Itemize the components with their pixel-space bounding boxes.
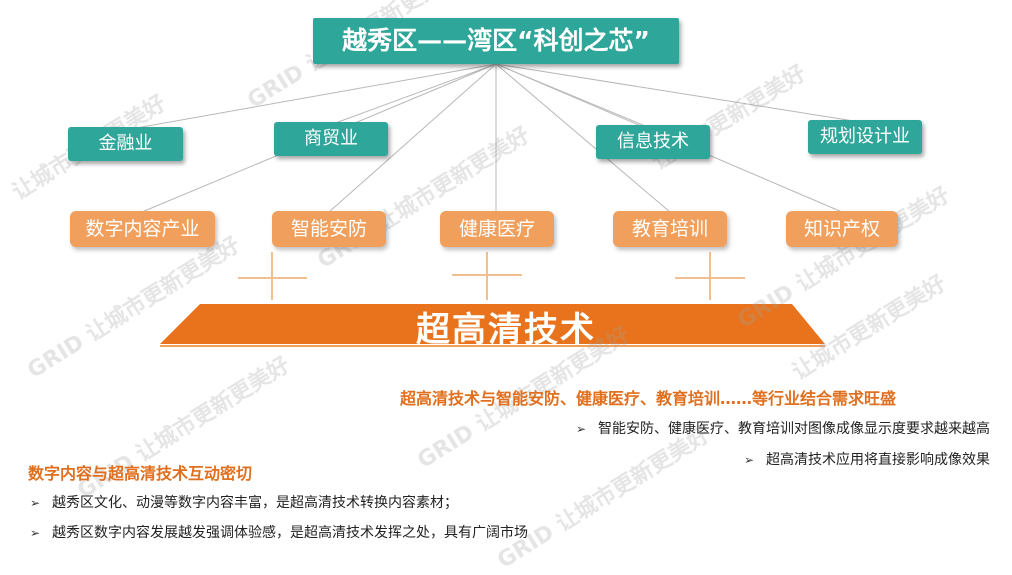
industry-label: 知识产权: [803, 218, 880, 240]
technology-banner: [160, 304, 825, 344]
industry-label: 教育培训: [631, 218, 708, 240]
sector-label: 信息技术: [617, 131, 689, 152]
sector-it: 信息技术: [596, 125, 710, 159]
sector-label: 金融业: [98, 133, 153, 154]
sector-label: 规划设计业: [820, 126, 910, 147]
industry-digital-content: 数字内容产业: [70, 211, 215, 247]
industry-healthcare: 健康医疗: [440, 211, 554, 247]
industry-ip: 知识产权: [786, 211, 898, 247]
right-bullet: ➢智能安防、健康医疗、教育培训对图像成像显示度要求越来越高: [576, 421, 990, 437]
left-bullet: ➢越秀区文化、动漫等数字内容丰富，是超高清技术转换内容素材；: [30, 495, 458, 511]
industry-smart-security: 智能安防: [272, 211, 386, 247]
industry-education: 教育培训: [613, 211, 727, 247]
root-title-box: 越秀区——湾区“科创之芯”: [313, 18, 679, 64]
sector-finance: 金融业: [68, 127, 183, 161]
industry-label: 智能安防: [290, 218, 367, 240]
arrow-bullet-icon: ➢: [30, 526, 41, 540]
arrow-bullet-icon: ➢: [744, 453, 755, 467]
industry-label: 数字内容产业: [85, 218, 200, 240]
industry-label: 健康医疗: [458, 218, 535, 240]
right-bullet: ➢超高清技术应用将直接影响成像效果: [744, 452, 990, 468]
arrow-bullet-icon: ➢: [576, 422, 587, 436]
left-bullet: ➢越秀区数字内容发展越发强调体验感，是超高清技术发挥之处，具有广阔市场: [30, 525, 528, 541]
sector-planning-design: 规划设计业: [808, 120, 922, 154]
technology-title: 超高清技术: [416, 310, 596, 350]
left-section-title: 数字内容与超高清技术互动密切: [28, 464, 253, 483]
arrow-bullet-icon: ➢: [30, 496, 41, 510]
sector-label: 商贸业: [304, 128, 358, 149]
root-title: 越秀区——湾区“科创之芯”: [342, 26, 650, 55]
right-section-title: 超高清技术与智能安防、健康医疗、教育培训……等行业结合需求旺盛: [400, 389, 897, 408]
sector-commerce: 商贸业: [274, 122, 388, 156]
